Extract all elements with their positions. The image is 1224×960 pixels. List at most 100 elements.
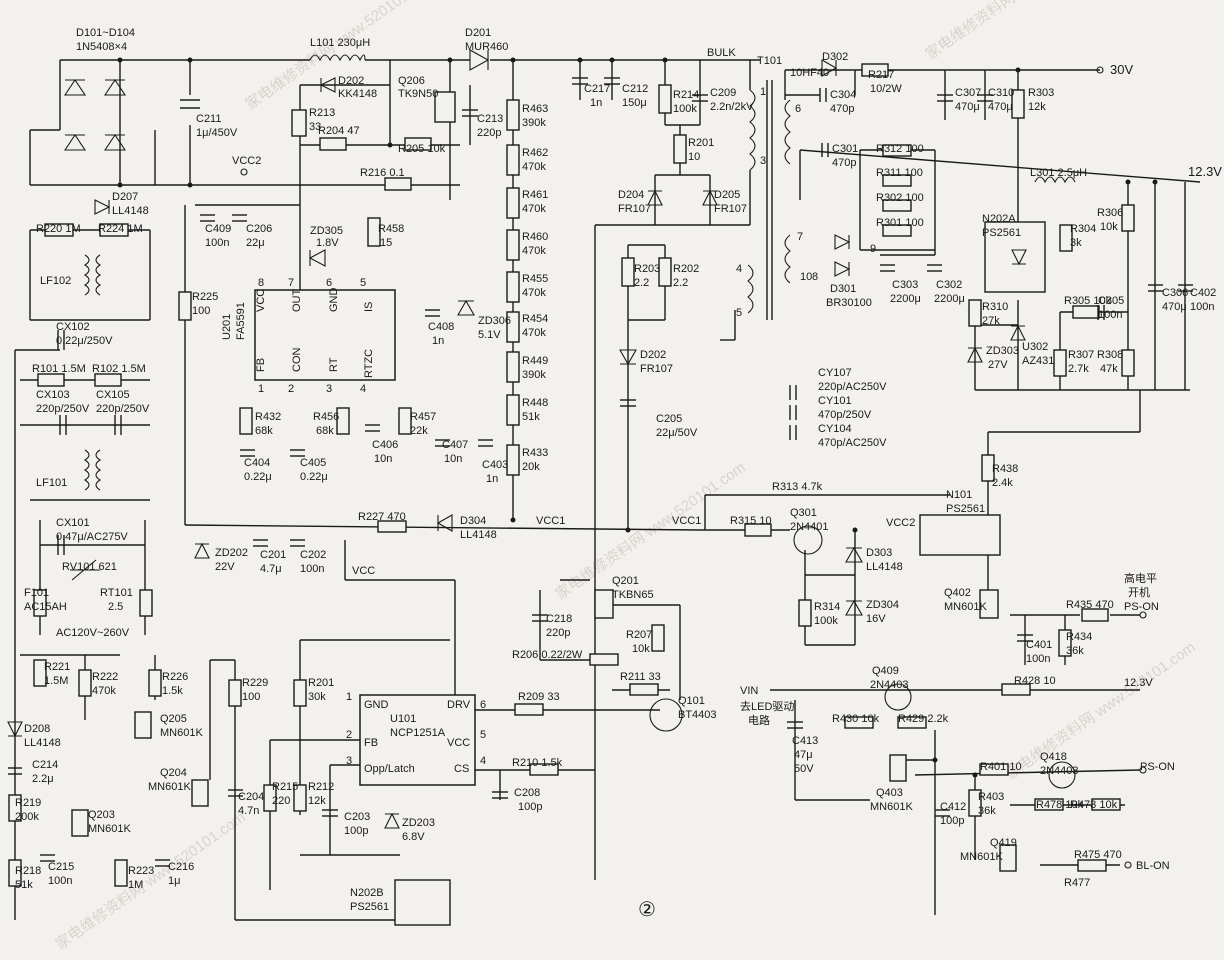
vcc2-label: VCC2	[232, 155, 261, 167]
q204-part: MN601K	[148, 781, 191, 793]
r434-value: 36k	[1066, 645, 1084, 657]
c211-ref: C211	[196, 113, 221, 125]
q409-ref: Q409	[872, 665, 899, 677]
c204-value: 4.7n	[238, 805, 259, 817]
r203-value: 2.2	[634, 277, 649, 289]
r438-value: 2.4k	[992, 477, 1013, 489]
r206-label: R206 0.22/2W	[512, 649, 583, 661]
c216-ref: C216	[168, 861, 194, 873]
cy107-value: 220p/AC250V	[818, 381, 887, 393]
r226-ref: R226	[162, 671, 188, 683]
q301-part: 2N4401	[790, 521, 829, 533]
rectifier-ref: D101~D104	[76, 27, 135, 39]
r448-ref: R448	[522, 397, 548, 409]
r307-ref: R307	[1068, 349, 1094, 361]
cy104-ref: CY104	[818, 423, 852, 435]
q301-ref: Q301	[790, 507, 817, 519]
d201-part: MUR460	[465, 41, 508, 53]
c405-value: 0.22μ	[300, 471, 328, 483]
pfc-pin-num-8: 8	[258, 277, 264, 289]
r213-value: 33	[309, 121, 321, 133]
r225-ref: R225	[192, 291, 218, 303]
c218-ref: C218	[546, 613, 572, 625]
c412-ref: C412	[940, 801, 966, 813]
cx105-ref: CX105	[96, 389, 130, 401]
f101-part: AC15AH	[24, 601, 67, 613]
r209-label: R209 33	[518, 691, 560, 703]
c201-value: 4.7μ	[260, 563, 282, 575]
zd304-ref: ZD304	[866, 599, 899, 611]
r455-ref: R455	[522, 273, 548, 285]
r220-label: R220 1M	[36, 223, 81, 235]
r304-value: 3k	[1070, 237, 1082, 249]
d302-ref: D302	[822, 51, 848, 63]
c206-value: 22μ	[246, 237, 265, 249]
d202-ref: D202	[338, 75, 364, 87]
r315-label: R315 10	[730, 515, 772, 527]
n101-ref: N101	[946, 489, 972, 501]
r221-ref: R221	[44, 661, 70, 673]
q203-ref: Q203	[88, 809, 115, 821]
q409-part: 2N4403	[870, 679, 909, 691]
n202b-ref: N202B	[350, 887, 384, 899]
ncp-pin-vcc: VCC	[447, 737, 470, 749]
n202b-part: PS2561	[350, 901, 389, 913]
cx101-ref: CX101	[56, 517, 90, 529]
d205-ref: D205	[714, 189, 740, 201]
ncp1251-ic-body	[359, 694, 476, 786]
c214-value: 2.2μ	[32, 773, 54, 785]
d208-ref: D208	[24, 723, 50, 735]
q402-ref: Q402	[944, 587, 971, 599]
d302-part: 10HF40	[790, 67, 829, 79]
c408-ref: C408	[428, 321, 454, 333]
rv101-label: RV101 621	[62, 561, 117, 573]
c204-ref: C204	[238, 791, 264, 803]
r217-ref: R217	[868, 69, 894, 81]
c406-value: 10n	[374, 453, 392, 465]
r306-value: 10k	[1100, 221, 1118, 233]
pfc-pin-gnd: GND	[328, 288, 340, 313]
ncp-pin-num-3: 3	[346, 755, 352, 767]
q419-ref: Q419	[990, 837, 1017, 849]
c302-ref: C302	[936, 279, 962, 291]
l301-label: L301 2.5μH	[1030, 167, 1087, 179]
r229-ref: R229	[242, 677, 268, 689]
c412-value: 100p	[940, 815, 964, 827]
c304-value: 470p	[830, 103, 854, 115]
d301-ref: D301	[830, 283, 856, 295]
r432-value: 68k	[255, 425, 273, 437]
r401-label: R401 10	[980, 761, 1022, 773]
c305-value: 100n	[1098, 309, 1122, 321]
c201-ref: C201	[260, 549, 286, 561]
r456-ref: R456	[313, 411, 339, 423]
d303-ref: D303	[866, 547, 892, 559]
r102-label: R102 1.5M	[92, 363, 146, 375]
c307-value: 470μ	[955, 101, 980, 113]
cy104-value: 470p/AC250V	[818, 437, 887, 449]
zd202-ref: ZD202	[215, 547, 248, 559]
d204-ref: D204	[618, 189, 644, 201]
c215-value: 100n	[48, 875, 72, 887]
r473-label: R473 10k	[1070, 799, 1118, 811]
q403-ref: Q403	[876, 787, 903, 799]
r435-label: R435 470	[1066, 599, 1114, 611]
c306-ref: C306	[1162, 287, 1188, 299]
cx105-value: 220p/250V	[96, 403, 150, 415]
c209-value: 2.2n/2kV	[710, 101, 754, 113]
r306-ref: R306	[1097, 207, 1123, 219]
r216-label: R216 0.1	[360, 167, 405, 179]
c217-ref: C217	[584, 83, 610, 95]
c402-value: 100n	[1190, 301, 1214, 313]
q402-part: MN601K	[944, 601, 987, 613]
r101-label: R101 1.5M	[32, 363, 86, 375]
q205-ref: Q205	[160, 713, 187, 725]
d202b-part: FR107	[640, 363, 673, 375]
c406-ref: C406	[372, 439, 398, 451]
r202-ref: R202	[673, 263, 699, 275]
r201-value: 10	[688, 151, 700, 163]
cy101-ref: CY101	[818, 395, 852, 407]
out-30v-label: 30V	[1110, 62, 1133, 77]
cy101-value: 470p/250V	[818, 409, 872, 421]
high-on-label-2: 开机	[1128, 585, 1150, 599]
